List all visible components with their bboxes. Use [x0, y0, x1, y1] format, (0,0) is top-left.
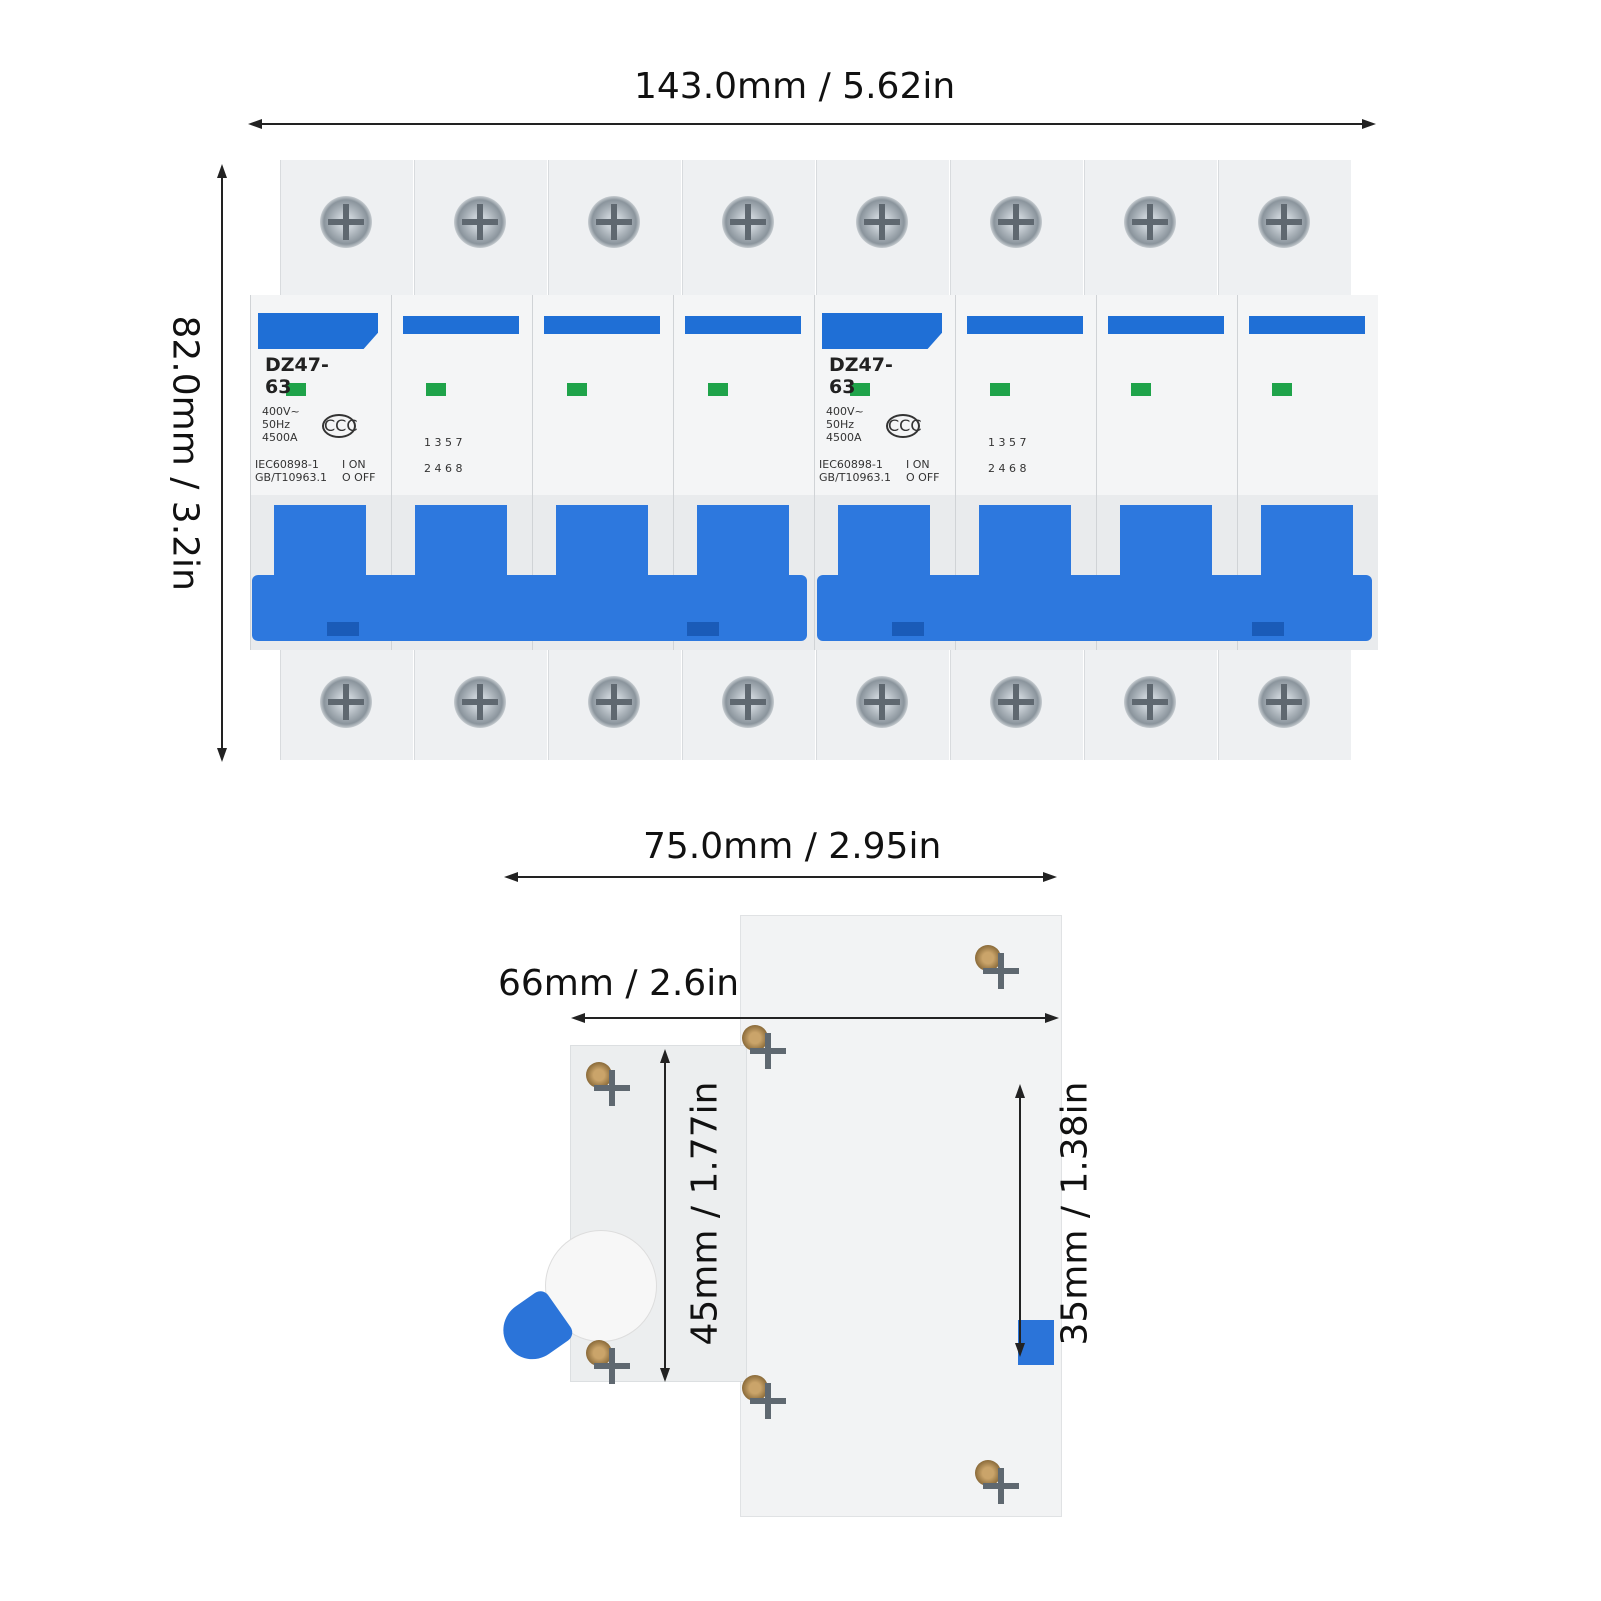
handle-slot: [892, 622, 924, 636]
arrow-up-icon: [660, 1049, 670, 1063]
on-off-label: I ON O OFF: [906, 458, 940, 484]
arrow-up-icon: [1015, 1084, 1025, 1098]
indicator-window: [1131, 383, 1151, 396]
handle-slot: [1252, 622, 1284, 636]
arrow-left-icon: [571, 1013, 585, 1023]
depth-dimension-line: [508, 876, 1053, 878]
rivet: [742, 1375, 771, 1419]
body-depth-line: [575, 1017, 1055, 1019]
rating-label: 400V~ 50Hz 4500A: [826, 405, 864, 444]
terminal-screw-icon: [454, 196, 506, 248]
arrow-down-icon: [217, 748, 227, 762]
height-dimension-line: [221, 168, 223, 758]
pole-handle: [274, 505, 366, 575]
arrow-left-icon: [504, 872, 518, 882]
handle-slot: [687, 622, 719, 636]
terminal-bottom-label: 2 4 6 8: [424, 462, 463, 475]
terminal-screw-icon: [856, 676, 908, 728]
pole-blue-label: [967, 316, 1083, 334]
terminal-screw-icon: [320, 196, 372, 248]
arrow-down-icon: [660, 1368, 670, 1382]
width-dimension-label: 143.0mm / 5.62in: [634, 66, 956, 107]
rail-clip: [1018, 1320, 1054, 1365]
pole-handle: [697, 505, 789, 575]
pole-handle: [979, 505, 1071, 575]
arrow-right-icon: [1362, 119, 1376, 129]
pole-blue-label: [544, 316, 660, 334]
arrow-left-icon: [248, 119, 262, 129]
pole-handle: [556, 505, 648, 575]
rivet: [742, 1025, 771, 1069]
height-dimension-label: 82.0mm / 3.2in: [164, 315, 206, 591]
indicator-window: [1272, 383, 1292, 396]
model-label: DZ47-63: [829, 354, 893, 398]
ccc-mark: CCC: [322, 414, 358, 438]
terminal-screw-icon: [454, 676, 506, 728]
terminal-screw-icon: [1124, 676, 1176, 728]
pole-blue-label: [403, 316, 519, 334]
terminal-screw-icon: [722, 676, 774, 728]
terminal-screw-icon: [1258, 196, 1310, 248]
handle-slot: [327, 622, 359, 636]
arrow-down-icon: [1015, 1343, 1025, 1357]
terminal-screw-icon: [1124, 196, 1176, 248]
model-label: DZ47-63: [265, 354, 329, 398]
terminal-screw-icon: [320, 676, 372, 728]
breaker-side-body: [740, 915, 1062, 1517]
rivet: [975, 945, 1004, 989]
width-dimension-line: [252, 123, 1372, 125]
pole-blue-label: [258, 313, 378, 349]
terminal-screw-icon: [722, 196, 774, 248]
indicator-window: [990, 383, 1010, 396]
rivet: [586, 1340, 615, 1384]
pole-blue-label: [685, 316, 801, 334]
indicator-window: [286, 383, 306, 396]
indicator-window: [708, 383, 728, 396]
pole-blue-label: [1249, 316, 1365, 334]
terminal-screw-icon: [1258, 676, 1310, 728]
terminal-screw-icon: [588, 676, 640, 728]
rivet: [975, 1460, 1004, 1504]
pole-handle: [415, 505, 507, 575]
pole-blue-label: [1108, 316, 1224, 334]
body-depth-label: 66mm / 2.6in: [498, 963, 740, 1004]
pole-handle: [838, 505, 930, 575]
depth-dimension-label: 75.0mm / 2.95in: [643, 826, 942, 867]
indicator-window: [426, 383, 446, 396]
terminal-top-label: 1 3 5 7: [988, 436, 1027, 449]
indicator-window: [567, 383, 587, 396]
rating-label: 400V~ 50Hz 4500A: [262, 405, 300, 444]
terminal-bottom-label: 2 4 6 8: [988, 462, 1027, 475]
front-height-line: [664, 1053, 666, 1378]
terminal-screw-icon: [588, 196, 640, 248]
standards-label: IEC60898-1 GB/T10963.1: [819, 458, 891, 484]
arrow-up-icon: [217, 164, 227, 178]
arrow-right-icon: [1045, 1013, 1059, 1023]
arrow-right-icon: [1043, 872, 1057, 882]
front-height-label: 45mm / 1.77in: [684, 1081, 726, 1346]
pole-handle: [1120, 505, 1212, 575]
on-off-label: I ON O OFF: [342, 458, 376, 484]
rail-height-line: [1019, 1088, 1021, 1353]
terminal-screw-icon: [856, 196, 908, 248]
ccc-mark: CCC: [886, 414, 922, 438]
standards-label: IEC60898-1 GB/T10963.1: [255, 458, 327, 484]
pole-handle: [1261, 505, 1353, 575]
rail-height-label: 35mm / 1.38in: [1054, 1081, 1096, 1346]
indicator-window: [850, 383, 870, 396]
terminal-screw-icon: [990, 676, 1042, 728]
pole-blue-label: [822, 313, 942, 349]
terminal-top-label: 1 3 5 7: [424, 436, 463, 449]
rivet: [586, 1062, 615, 1106]
terminal-screw-icon: [990, 196, 1042, 248]
